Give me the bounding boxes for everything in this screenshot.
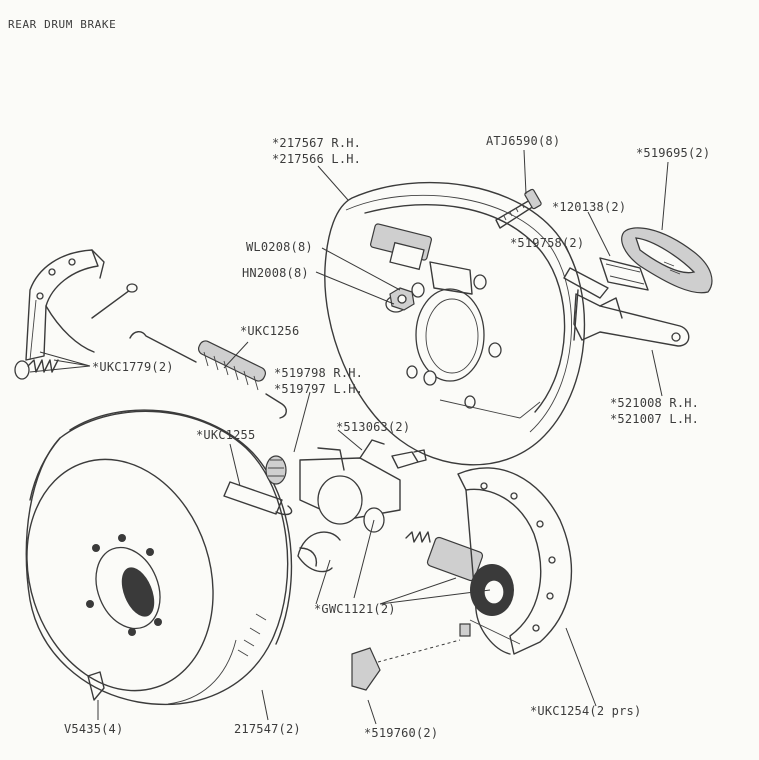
- label-lever-lh: *521007 L.H.: [610, 412, 700, 426]
- label-cylinder-rh: *519798 R.H.: [274, 366, 364, 380]
- label-ukc1255: *UKC1255: [196, 428, 256, 442]
- bolt-atj6590: [495, 188, 542, 229]
- clip-519760: [351, 639, 461, 691]
- label-ukc1256: *UKC1256: [240, 324, 300, 338]
- leader-lines: [29, 149, 669, 725]
- label-hn2008: HN2008(8): [242, 266, 309, 280]
- bleed-screw: [391, 449, 427, 469]
- spring-120138: [599, 257, 649, 291]
- adjuster-lever: [573, 289, 690, 347]
- screw-v5435: [87, 671, 105, 701]
- label-plate-519695: *519695(2): [636, 146, 711, 160]
- brake-shoe-lower: [457, 467, 573, 655]
- label-bolt: ATJ6590(8): [486, 134, 561, 148]
- label-shoes-ukc1254: *UKC1254(2 prs): [530, 704, 642, 718]
- label-gwc1121: *GWC1121(2): [314, 602, 396, 616]
- label-ukc1779: *UKC1779(2): [92, 360, 174, 374]
- label-clip-519760: *519760(2): [364, 726, 439, 740]
- back-plate: [324, 182, 586, 466]
- page-title: REAR DRUM BRAKE: [8, 18, 117, 31]
- wheel-cylinder: [265, 439, 401, 533]
- spring-ukc1256: [129, 331, 287, 419]
- label-backplate-rh: *217567 R.H.: [272, 136, 362, 150]
- label-bleed-513063: *513063(2): [336, 420, 411, 434]
- piston-assembly: [297, 531, 514, 616]
- label-drum: 217547(2): [234, 722, 301, 736]
- washer-519758: [563, 267, 609, 299]
- strut-ukc1255: [223, 481, 293, 516]
- label-backplate-lh: *217566 L.H.: [272, 152, 362, 166]
- label-lever-rh: *521008 R.H.: [610, 396, 700, 410]
- brake-drum: [25, 409, 293, 706]
- label-spring-120138: *120138(2): [552, 200, 627, 214]
- label-washer-519758: *519758(2): [510, 236, 585, 250]
- label-v5435: V5435(4): [64, 722, 124, 736]
- label-wl0208: WL0208(8): [246, 240, 313, 254]
- plate-519695: [621, 227, 713, 294]
- nut-and-washer: [385, 287, 415, 313]
- label-cylinder-lh: *519797 L.H.: [274, 382, 364, 396]
